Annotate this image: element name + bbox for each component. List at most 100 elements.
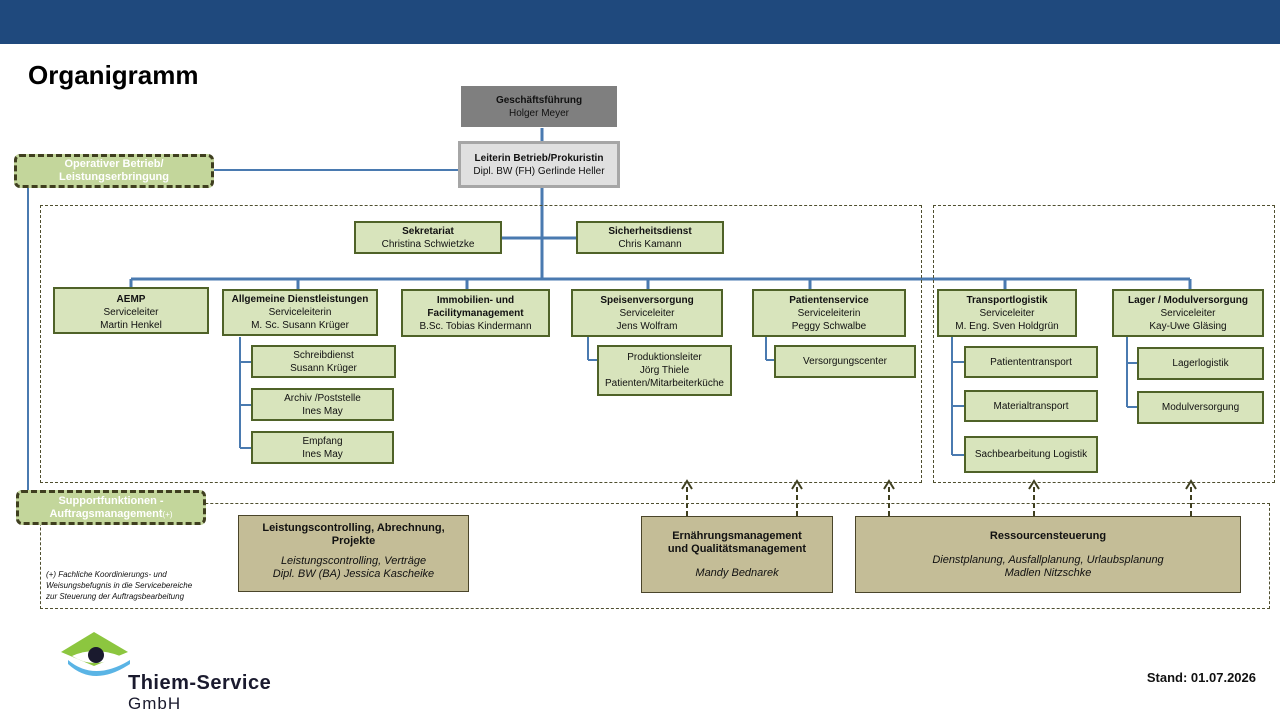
sub-line2: Ines May — [302, 405, 343, 417]
controlling-line2: Dipl. BW (BA) Jessica Kascheike — [272, 568, 435, 580]
logo-text: Thiem-Service — [128, 672, 272, 694]
footnote: (+) Fachliche Koordinierungs- und Weisun… — [46, 569, 236, 602]
stand-date: Stand: 01.07.2026 — [1146, 670, 1256, 685]
footnote-line3: zur Steuerung der Auftragsbearbeitung — [46, 592, 185, 601]
sub-box: Patiententransport — [964, 346, 1098, 378]
transport-name: M. Eng. Sven Holdgrün — [955, 320, 1059, 332]
controlling-line1: Leistungscontrolling, Verträge — [280, 555, 427, 567]
speise-name: Jens Wolfram — [616, 320, 678, 332]
sub-line1: Versorgungscenter — [803, 356, 887, 367]
sub-box: Produktionsleiter Jörg Thiele Patienten/… — [597, 345, 732, 396]
sub-box: Lagerlogistik — [1137, 347, 1264, 380]
patient-role: Serviceleiterin — [797, 307, 861, 319]
operative-region — [40, 205, 922, 483]
transport-title: Transportlogistik — [966, 294, 1048, 306]
ressourcen-title: Ressourcensteuerung — [989, 529, 1107, 542]
allg-title: Allgemeine Dienstleistungen — [231, 294, 369, 305]
support-line1: Supportfunktionen - — [58, 494, 164, 507]
operativ-line1: Operativer Betrieb/ — [64, 158, 164, 170]
sub-line1: Archiv /Poststelle — [284, 392, 361, 404]
page-title: Organigramm — [28, 60, 199, 90]
sub-box: Sachbearbeitung Logistik — [964, 436, 1098, 473]
sub-box: Schreibdienst Susann Krüger — [251, 345, 396, 378]
sub-line1: Produktionsleiter — [627, 352, 702, 363]
sicherheit-name: Chris Kamann — [618, 238, 682, 250]
footnote-line2: Weisungsbefugnis in die Servicebereiche — [46, 581, 193, 590]
logo-subtext: GmbH — [128, 694, 182, 713]
gf-title: Geschäftsführung — [495, 94, 583, 106]
sub-box: Versorgungscenter — [774, 345, 916, 378]
sub-box: Modulversorgung — [1137, 391, 1264, 424]
aemp-title: AEMP — [116, 294, 146, 305]
ernaehrung-title2: und Qualitätsmanagement — [667, 542, 807, 555]
immo-name: B.Sc. Tobias Kindermann — [419, 320, 532, 332]
sub-line1: Lagerlogistik — [1172, 358, 1229, 369]
allg-role: Serviceleiterin — [268, 307, 332, 318]
gf-name: Holger Meyer — [508, 107, 570, 119]
support-line2: Auftragsmanagement — [49, 507, 163, 520]
controlling-title2: Projekte — [331, 535, 376, 547]
lager-box: Lager / Modulversorgung Serviceleiter Ka… — [1112, 289, 1264, 337]
aemp-role: Serviceleiter — [103, 307, 159, 318]
ressourcen-box: Ressourcensteuerung Dienstplanung, Ausfa… — [855, 516, 1241, 593]
aemp-name: Martin Henkel — [100, 320, 162, 331]
patient-name: Peggy Schwalbe — [791, 320, 867, 332]
sub-line1: Empfang — [302, 435, 343, 447]
patient-title: Patientenservice — [789, 294, 869, 306]
support-label: Supportfunktionen - Auftragsmanagement(+… — [16, 490, 206, 525]
sub-box: Archiv /Poststelle Ines May — [251, 388, 394, 421]
ressourcen-line2: Madlen Nitzschke — [1004, 566, 1092, 579]
transportlogistik-box: Transportlogistik Serviceleiter M. Eng. … — [937, 289, 1077, 337]
allg-dienstleistungen-box: Allgemeine Dienstleistungen Serviceleite… — [222, 289, 378, 336]
patientenservice-box: Patientenservice Serviceleiterin Peggy S… — [752, 289, 906, 337]
geschaeftsfuehrung-box: Geschäftsführung Holger Meyer — [461, 86, 617, 127]
header-bar — [0, 0, 1280, 44]
support-region — [40, 503, 1270, 609]
lager-role: Serviceleiter — [1160, 307, 1216, 319]
sub-line1: Sachbearbeitung Logistik — [974, 449, 1088, 460]
sub-line2: Susann Krüger — [290, 362, 357, 374]
support-sup: (+) — [162, 509, 173, 519]
controlling-box: Leistungscontrolling, Abrechnung, Projek… — [238, 515, 469, 592]
sub-box: Materialtransport — [964, 390, 1098, 422]
lager-name: Kay-Uwe Gläsing — [1149, 320, 1227, 332]
operativ-label: Operativer Betrieb/ Leistungserbringung — [14, 154, 214, 188]
ernaehrung-name: Mandy Bednarek — [695, 566, 779, 579]
sicherheit-title: Sicherheitsdienst — [608, 225, 692, 237]
sub-line1: Materialtransport — [993, 400, 1069, 412]
ernaehrung-title1: Ernährungsmanagement — [672, 529, 802, 542]
sicherheitsdienst-box: Sicherheitsdienst Chris Kamann — [576, 221, 724, 254]
sub-line1: Patiententransport — [990, 356, 1072, 368]
eye-logo-icon — [61, 632, 130, 676]
leitung-title: Leiterin Betrieb/Prokuristin — [474, 152, 604, 164]
sub-line2: Jörg Thiele — [639, 365, 690, 376]
sub-line3: Patienten/Mitarbeiterküche — [605, 378, 724, 389]
footnote-line1: (+) Fachliche Koordinierungs- und — [46, 570, 167, 579]
speise-title: Speisenversorgung — [600, 294, 694, 306]
allg-name: M. Sc. Susann Krüger — [251, 320, 349, 331]
aemp-box: AEMP Serviceleiter Martin Henkel — [53, 287, 209, 334]
sub-line1: Modulversorgung — [1161, 402, 1240, 413]
speisenversorgung-box: Speisenversorgung Serviceleiter Jens Wol… — [571, 289, 723, 337]
immobilien-box: Immobilien- und Facilitymanagement B.Sc.… — [401, 289, 550, 337]
lager-title: Lager / Modulversorgung — [1127, 294, 1248, 306]
ernaehrung-box: Ernährungsmanagement und Qualitätsmanage… — [641, 516, 833, 593]
ressourcen-line1: Dienstplanung, Ausfallplanung, Urlaubspl… — [932, 553, 1164, 566]
sekretariat-title: Sekretariat — [402, 225, 454, 237]
immo-title1: Immobilien- und — [436, 294, 515, 306]
operativ-line2: Leistungserbringung — [59, 171, 169, 183]
speise-role: Serviceleiter — [619, 307, 675, 319]
transport-role: Serviceleiter — [979, 307, 1035, 319]
controlling-title1: Leistungscontrolling, Abrechnung, — [262, 522, 445, 534]
leitung-name: Dipl. BW (FH) Gerlinde Heller — [473, 165, 605, 177]
leitung-box: Leiterin Betrieb/Prokuristin Dipl. BW (F… — [458, 141, 620, 188]
sub-box: Empfang Ines May — [251, 431, 394, 464]
logistics-region — [933, 205, 1275, 483]
sub-line2: Ines May — [302, 448, 343, 460]
immo-title2: Facilitymanagement — [427, 307, 524, 319]
sekretariat-name: Christina Schwietzke — [381, 238, 475, 250]
sub-line1: Schreibdienst — [293, 349, 354, 361]
sekretariat-box: Sekretariat Christina Schwietzke — [354, 221, 502, 254]
